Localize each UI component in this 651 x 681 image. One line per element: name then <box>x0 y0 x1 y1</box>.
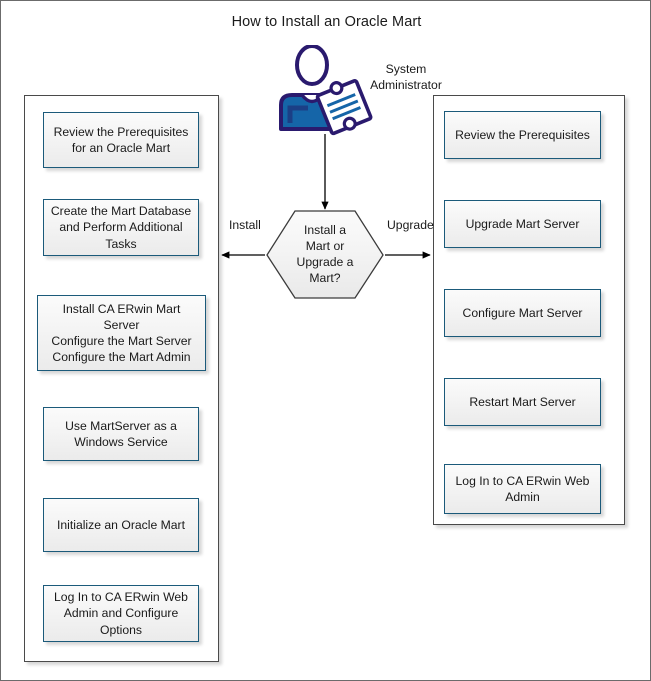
step-line: Configure the Mart Admin <box>52 350 191 365</box>
step-line: Restart Mart Server <box>469 394 576 409</box>
step-login-web-admin-configure-options[interactable]: Log In to CA ERwin Web Admin and Configu… <box>43 585 199 642</box>
step-restart-mart-server[interactable]: Restart Mart Server <box>444 378 601 426</box>
step-line: Admin and Configure <box>63 606 179 621</box>
step-review-prerequisites[interactable]: Review the Prerequisites <box>444 111 601 159</box>
step-line: Tasks <box>105 236 137 251</box>
step-review-prerequisites-oracle-mart[interactable]: Review the Prerequisites for an Oracle M… <box>43 112 199 168</box>
step-line: Review the Prerequisites <box>53 124 189 139</box>
step-line: Windows Service <box>74 435 168 449</box>
install-branch-group <box>24 95 219 662</box>
branch-label-install: Install <box>229 218 261 232</box>
step-line: Initialize an Oracle Mart <box>56 517 186 532</box>
decision-node[interactable]: Install a Mart or Upgrade a Mart? <box>266 210 384 300</box>
actor-caption-line1: System <box>385 62 427 76</box>
step-configure-mart-server[interactable]: Configure Mart Server <box>444 289 601 337</box>
step-line: Create the Mart Database <box>50 204 192 219</box>
step-line: Configure the Mart Server <box>51 334 192 348</box>
step-line: Options <box>99 622 142 637</box>
step-line: Use MartServer as a <box>65 418 177 433</box>
step-create-mart-database[interactable]: Create the Mart Database and Perform Add… <box>43 199 199 256</box>
step-line: Configure Mart Server <box>462 305 583 320</box>
step-login-ca-erwin-web-admin[interactable]: Log In to CA ERwin Web Admin <box>444 464 601 514</box>
step-line: Log In to CA ERwin Web <box>54 590 188 605</box>
step-use-martserver-windows-service[interactable]: Use MartServer as a Windows Service <box>43 407 199 461</box>
step-line: Admin <box>505 490 540 504</box>
step-install-configure-mart-server[interactable]: Install CA ERwin Mart Server Configure t… <box>37 295 206 371</box>
step-upgrade-mart-server[interactable]: Upgrade Mart Server <box>444 200 601 248</box>
step-line: Log In to CA ERwin Web <box>455 473 590 488</box>
actor-caption: System Administrator <box>356 61 456 94</box>
hexagon-decision-icon <box>266 210 384 299</box>
step-line: Upgrade Mart Server <box>465 216 580 231</box>
step-line: Install CA ERwin Mart Server <box>62 301 181 332</box>
step-line: and Perform Additional <box>59 220 183 235</box>
person-with-clipboard-icon <box>271 45 381 137</box>
page-title: How to Install an Oracle Mart <box>231 14 422 30</box>
step-initialize-oracle-mart[interactable]: Initialize an Oracle Mart <box>43 498 199 552</box>
step-line: for an Oracle Mart <box>71 141 171 155</box>
step-line: Review the Prerequisites <box>455 127 590 142</box>
branch-label-upgrade: Upgrade <box>387 218 434 232</box>
actor-caption-line2: Administrator <box>370 78 442 93</box>
